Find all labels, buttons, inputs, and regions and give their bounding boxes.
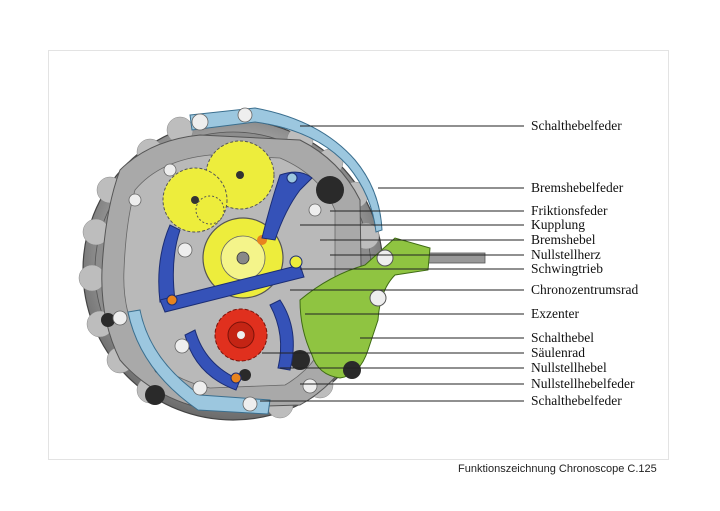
label-chronozentrumsrad: Chronozentrumsrad — [531, 282, 639, 297]
label-schalthebelfeder-top: Schalthebelfeder — [531, 118, 622, 133]
figure-caption: Funktionszeichnung Chronoscope C.125 — [458, 463, 657, 475]
label-nullstellhebel: Nullstellhebel — [531, 360, 607, 375]
screws — [112, 163, 322, 396]
label-nullstellherz: Nullstellherz — [531, 247, 601, 262]
leader-lines — [260, 125, 524, 402]
column-wheel — [214, 308, 268, 362]
label-bremshebelfeder: Bremshebelfeder — [531, 180, 624, 195]
label-exzenter: Exzenter — [531, 306, 579, 321]
label-nullstellhebelfeder: Nullstellhebelfeder — [531, 376, 635, 391]
schalthebelfeder-top — [189, 107, 383, 233]
label-kupplung: Kupplung — [531, 217, 585, 232]
label-schalthebel: Schalthebel — [531, 330, 594, 345]
label-schalthebelfeder-bottom: Schalthebelfeder — [531, 393, 622, 408]
label-friktionsfeder: Friktionsfeder — [531, 203, 608, 218]
schalthebelfeder-bottom — [127, 309, 271, 415]
label-bremshebel: Bremshebel — [531, 232, 596, 247]
blue-levers — [158, 171, 313, 391]
label-schwingtrieb: Schwingtrieb — [531, 261, 603, 276]
label-saeulenrad: Säulenrad — [531, 345, 585, 360]
green-lever — [299, 237, 431, 379]
